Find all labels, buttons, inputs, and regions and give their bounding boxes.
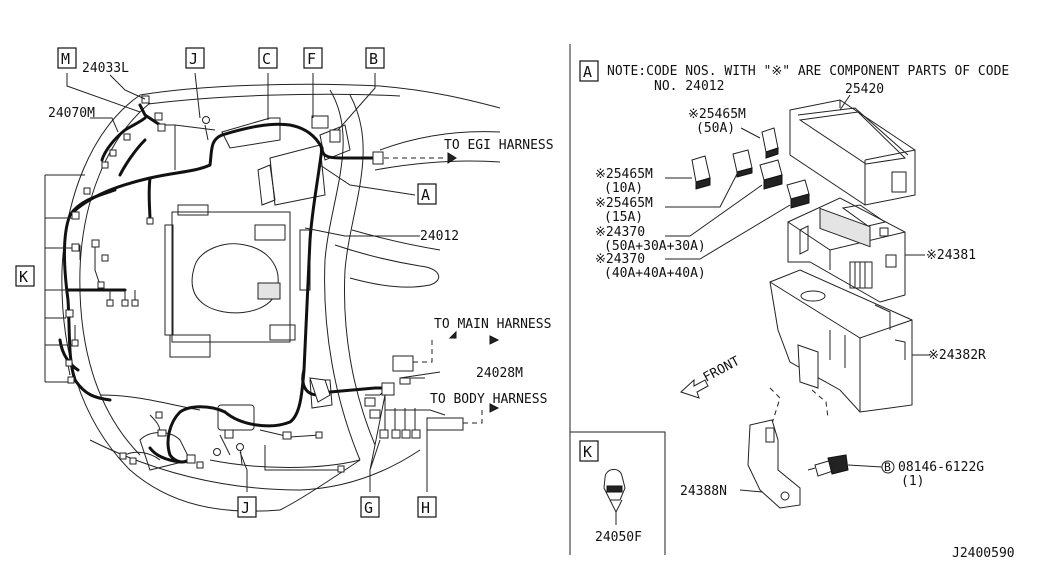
part-08146-qty: (1) (901, 474, 924, 489)
clip-24050F (603, 469, 626, 514)
callout-m: M (61, 50, 70, 68)
part-25420: 25420 (845, 82, 884, 97)
callout-g: G (364, 499, 373, 517)
fuse-15a-icon (732, 149, 753, 178)
part-25465M-10a: ※25465M (595, 167, 653, 182)
harness-arrows (384, 152, 483, 424)
part-24381: ※24381 (926, 248, 976, 263)
part-25465M-15a: ※25465M (595, 196, 653, 211)
to-body-harness-label: TO BODY HARNESS (430, 392, 547, 407)
callout-k-left: K (19, 268, 28, 286)
leader-24388N (739, 489, 763, 493)
detail-a-box (579, 60, 599, 82)
bolt-08146-icon (807, 454, 849, 477)
callout-c: C (262, 50, 271, 68)
callout-a-detail: A (583, 63, 592, 81)
callout-h: H (421, 499, 430, 517)
callout-k-detail: K (583, 443, 592, 461)
bracket-24388N (747, 387, 829, 509)
part-24012: 24012 (420, 229, 459, 244)
main-harness-head-icon (489, 335, 500, 345)
callout-j-bottom: J (241, 499, 250, 517)
part-24382R: ※24382R (928, 348, 986, 363)
note-line1: NOTE:CODE NOS. WITH "※" ARE COMPONENT PA… (607, 64, 1009, 79)
callout-j-top: J (189, 50, 198, 68)
bolt-symbol-circle (881, 460, 895, 474)
part-24370-b-rating: (40A+40A+40A) (604, 266, 706, 281)
callout-k-bracket (44, 174, 85, 383)
to-egi-harness-label: TO EGI HARNESS (444, 138, 554, 153)
part-24028M: 24028M (476, 366, 523, 381)
callout-f: F (307, 50, 316, 68)
callout-b: B (369, 50, 378, 68)
engine-compartment-illustration (61, 83, 501, 512)
part-24033L: 24033L (82, 61, 129, 76)
part-25465M-10a-rating: (10A) (604, 181, 643, 196)
part-24050F: 24050F (595, 530, 642, 545)
fuse-box-cover-25420 (789, 99, 916, 206)
fusible-link-40-40-40-icon (786, 179, 810, 209)
part-25465M-15a-rating: (15A) (604, 210, 643, 225)
part-25465M-50a: ※25465M (688, 107, 746, 122)
callout-boxes-left (15, 47, 437, 518)
part-08146-6122G: 08146-6122G (898, 460, 984, 475)
body-harness-head-icon (489, 403, 500, 413)
part-24370-b: ※24370 (595, 252, 645, 267)
note-line2: NO. 24012 (654, 79, 724, 94)
front-label: FRONT (701, 354, 743, 386)
fuse-leader-lines (665, 127, 791, 260)
bolt-symbol: B (884, 460, 891, 474)
leader-25420 (839, 94, 851, 111)
detail-k-box (579, 440, 599, 462)
part-25465M-50a-rating: (50A) (696, 121, 735, 136)
fusible-link-50-30-30-icon (759, 159, 783, 190)
k-detail-frame (570, 431, 666, 555)
fuse-10a-icon (691, 155, 711, 190)
left-leader-lines (66, 72, 441, 492)
fuse-case-24382R (769, 269, 913, 413)
part-24070M: 24070M (48, 106, 95, 121)
leader-08146 (847, 464, 883, 468)
front-arrow-icon (680, 378, 709, 399)
connectors (65, 95, 464, 473)
diagram-id: J2400590 (952, 546, 1015, 561)
harness-thin-branches (66, 124, 446, 471)
part-24370-a: ※24370 (595, 225, 645, 240)
fuse-50a-icon (761, 127, 779, 159)
fuse-block-24381 (787, 197, 906, 303)
main-harness-arrow-icon (448, 330, 457, 339)
part-24388N: 24388N (680, 484, 727, 499)
callout-a-left: A (421, 186, 430, 204)
part-24370-a-rating: (50A+30A+30A) (604, 239, 706, 254)
to-main-harness-label: TO MAIN HARNESS (434, 317, 551, 332)
